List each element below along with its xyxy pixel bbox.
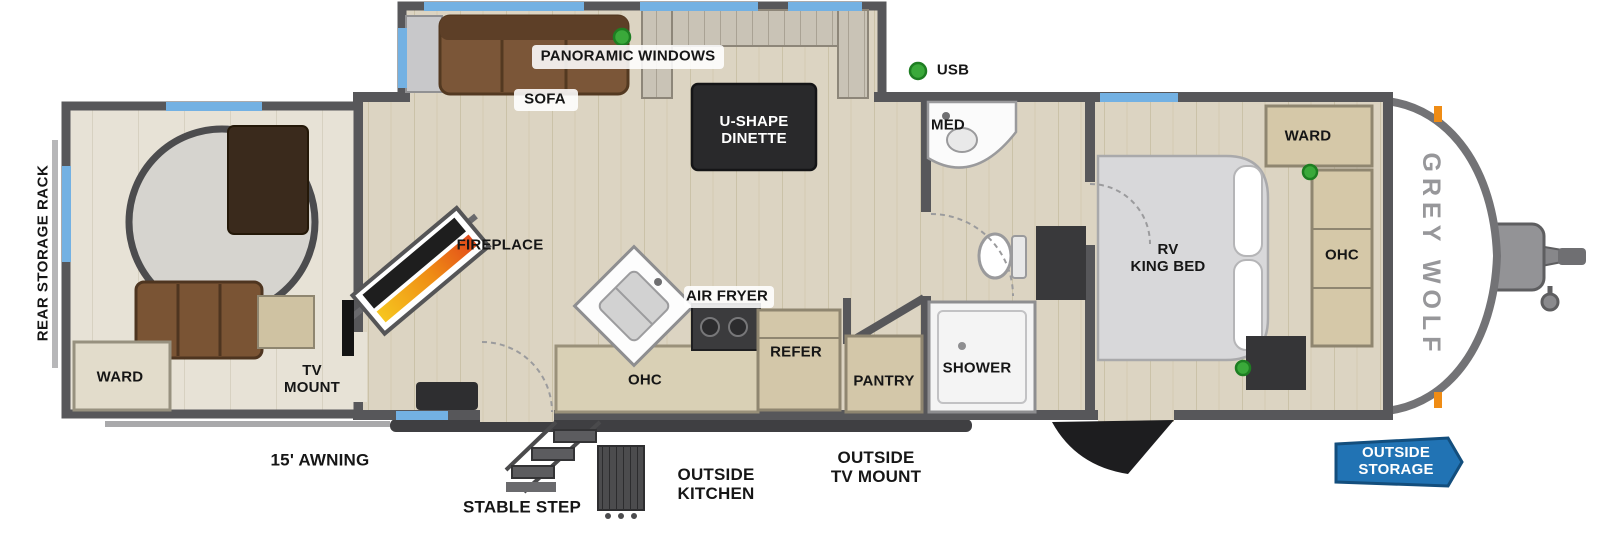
clearance-light-top — [1434, 106, 1442, 122]
toilet — [977, 232, 1013, 280]
nightstand — [1246, 336, 1306, 390]
refrigerator — [756, 308, 842, 412]
windows — [62, 2, 1178, 420]
rear-storage-rack-bar — [52, 140, 58, 368]
pantry-cabinet — [844, 334, 924, 414]
rear-room-furniture — [72, 125, 354, 412]
usb-dot-bed-head — [1301, 163, 1319, 181]
tv-on-wall — [342, 300, 354, 356]
fireplace-label: FIREPLACE — [456, 236, 544, 254]
sofa — [405, 14, 630, 96]
ohc-cabinet — [1310, 168, 1374, 348]
ohc-kitchen-label: OHC — [628, 371, 662, 389]
outside-storage-label-line2: STORAGE — [1358, 461, 1434, 478]
entry-door-opening-bedroom — [1098, 406, 1174, 422]
usb-indicators — [612, 27, 1319, 377]
panoramic-windows-label: PANORAMIC WINDOWS — [540, 47, 716, 65]
pantry-label: PANTRY — [853, 372, 915, 390]
outside-tv-mount-label-line2: TV MOUNT — [830, 467, 922, 486]
entry-door-opening-main — [480, 406, 554, 422]
sofa-label: SOFA — [524, 90, 566, 108]
rv-king-bed-label-line1: RV — [1157, 241, 1179, 259]
pillow-top — [1233, 165, 1263, 257]
entry-steps-fan — [1052, 420, 1174, 474]
refer-label: REFER — [770, 343, 822, 361]
usb-label: USB — [936, 61, 970, 79]
tv-mount-label: TV MOUNT — [284, 362, 340, 397]
kitchen — [416, 244, 924, 414]
outside-tv-mount-label-line1: OUTSIDE — [837, 447, 915, 467]
stable-step-icon — [504, 420, 602, 494]
tv-mount-label-line1: TV — [302, 362, 322, 380]
rv-king-bed-label: RV KING BED — [1130, 241, 1206, 276]
usb-legend-dot — [908, 61, 928, 81]
rear-seat-back — [227, 125, 309, 235]
door-swings — [481, 183, 1151, 413]
bedroom — [1096, 104, 1374, 390]
outside-kitchen-icon — [597, 445, 645, 519]
outside-storage-badge — [1334, 436, 1464, 488]
tongue-jack-wheel — [1540, 292, 1560, 312]
kitchen-island-sink — [572, 244, 696, 368]
front-cap — [1382, 96, 1502, 416]
med-label: MED — [931, 116, 965, 134]
outside-kitchen-label-line1: OUTSIDE — [677, 464, 755, 484]
bathroom — [926, 100, 1086, 414]
outside-kitchen-label-line2: KITCHEN — [677, 484, 755, 503]
wardrobe-front — [1264, 104, 1374, 168]
grey-wolf-logo: GREY WOLF — [1417, 152, 1445, 358]
rear-table — [257, 295, 315, 349]
king-bed — [1096, 154, 1270, 362]
clearance-light-bottom — [1434, 392, 1442, 408]
shower-pan — [927, 300, 1037, 414]
shower-drain — [958, 342, 966, 350]
dinette-label-line1: U-SHAPE — [719, 113, 789, 131]
stove — [691, 303, 761, 351]
outside-storage-label-line1: OUTSIDE — [1361, 444, 1431, 462]
ward-rear-label: WARD — [96, 368, 144, 386]
dinette-label-line2: DINETTE — [721, 130, 787, 147]
awning-label: 15' AWNING — [270, 450, 370, 470]
rear-storage-rack-label: REAR STORAGE RACK — [34, 164, 52, 342]
outside-storage-label: OUTSIDE STORAGE — [1358, 444, 1434, 479]
ohc-bedroom-label: OHC — [1325, 246, 1359, 264]
rear-wardrobe — [72, 340, 172, 412]
fireplace — [349, 205, 492, 337]
fireplace-flame — [376, 234, 478, 323]
bath-cabinet — [1036, 226, 1086, 300]
shower-label: SHOWER — [942, 359, 1012, 377]
usb-dot-bed-foot — [1234, 359, 1252, 377]
dinette-table — [690, 82, 818, 172]
ward-front-label: WARD — [1284, 127, 1332, 145]
stable-step-label: STABLE STEP — [462, 497, 582, 517]
bath-sink — [946, 127, 978, 153]
dinette — [641, 9, 869, 172]
label-plates — [514, 45, 774, 308]
outside-tv-mount-label: OUTSIDE TV MOUNT — [831, 448, 921, 486]
air-fryer-label: AIR FRYER — [685, 287, 769, 305]
usb-dot-dinette — [612, 27, 632, 47]
rv-king-bed-label-line2: KING BED — [1130, 258, 1206, 275]
dinette-label: U-SHAPE DINETTE — [719, 113, 789, 148]
awning-line — [105, 421, 390, 427]
tv-mount-label-line2: MOUNT — [284, 379, 340, 396]
entry-bench — [416, 382, 478, 410]
bumper-bar — [390, 419, 972, 432]
outside-kitchen-label: OUTSIDE KITCHEN — [678, 465, 755, 503]
